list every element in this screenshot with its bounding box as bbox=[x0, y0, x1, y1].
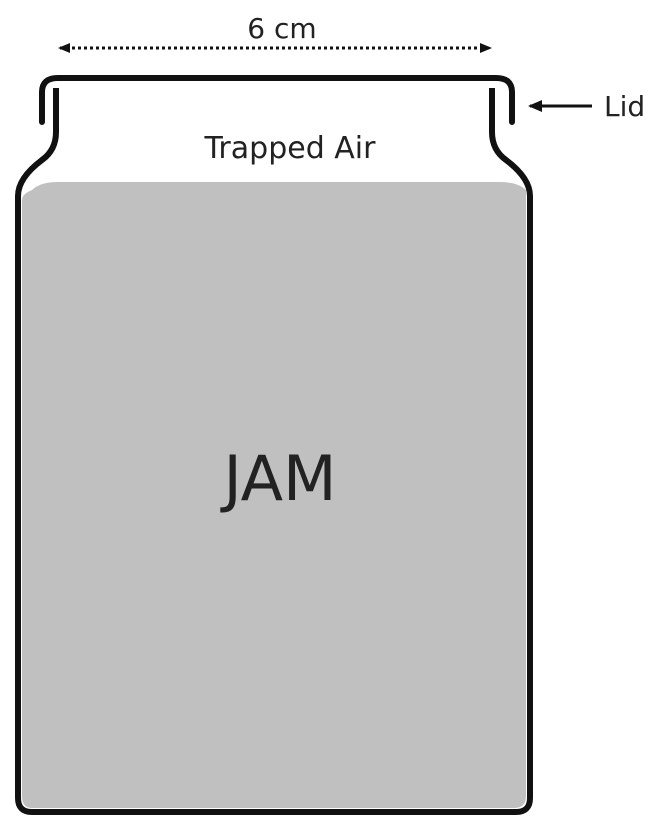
lid-label: Lid bbox=[604, 90, 645, 123]
jar-outline bbox=[15, 88, 533, 815]
jam-fill bbox=[22, 182, 526, 808]
lid bbox=[39, 75, 515, 125]
trapped-air-label: Trapped Air bbox=[204, 131, 377, 166]
jam-label: JAM bbox=[219, 442, 336, 515]
width-label: 6 cm bbox=[247, 12, 316, 45]
